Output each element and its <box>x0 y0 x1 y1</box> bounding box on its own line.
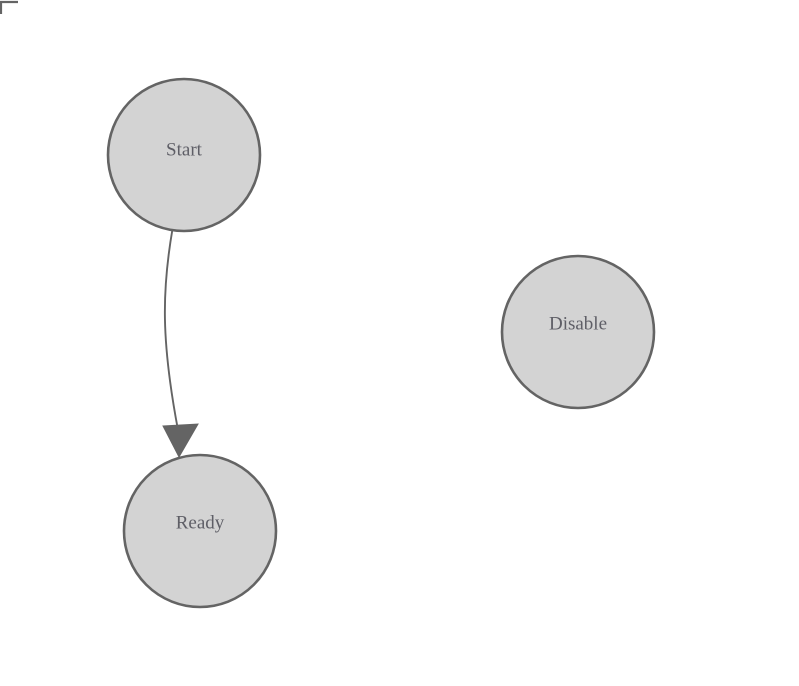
edge-start-to-ready[interactable]: start <box>0 228 199 686</box>
node-disable[interactable]: Disable <box>500 254 656 410</box>
node-ready-circle[interactable] <box>122 453 278 609</box>
node-disable-label: Disable <box>549 313 607 334</box>
node-disable-circle[interactable] <box>500 254 656 410</box>
edge-line <box>163 228 179 431</box>
canvas-corner-marker-icon <box>0 0 18 14</box>
arrowhead-icon <box>162 423 199 459</box>
node-ready-label: Ready <box>176 512 225 533</box>
node-start[interactable]: Start <box>106 77 262 233</box>
node-ready[interactable]: Ready <box>122 453 278 609</box>
node-start-label: Start <box>166 139 203 160</box>
node-start-circle[interactable] <box>106 77 262 233</box>
